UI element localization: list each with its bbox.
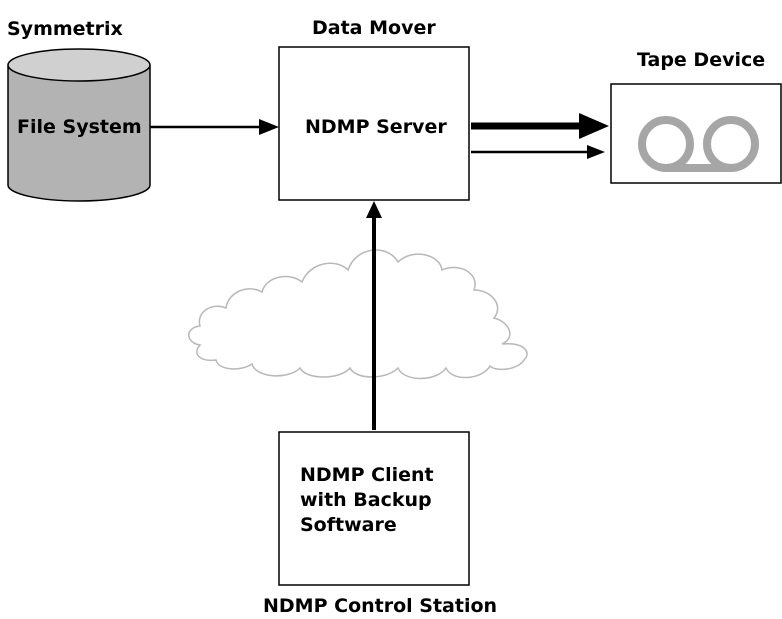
cloud-icon [188,249,528,380]
tape-device-label: Tape Device [637,49,766,71]
file-system-to-server-arrow [150,119,279,135]
data-mover-label: Data Mover [312,17,436,39]
ndmp-control-station-label: NDMP Control Station [263,595,498,617]
ndmp-client-line-3: Software [300,514,397,536]
data-to-tape-arrow [471,113,609,139]
control-to-tape-arrow [471,145,605,159]
tape-reels-icon [638,116,759,172]
ndmp-client-line-2: with Backup [300,489,432,511]
client-to-server-arrow [366,201,382,430]
symmetrix-label: Symmetrix [7,18,123,40]
ndmp-server-label: NDMP Server [305,116,447,138]
file-system-label: File System [17,116,142,138]
ndmp-client-line-1: NDMP Client [300,464,434,486]
ndmp-client-label: NDMP Client with Backup Software [300,463,434,538]
cylinder-icon [7,48,151,202]
ndmp-client-box [278,431,470,586]
data-mover-box [278,46,470,201]
